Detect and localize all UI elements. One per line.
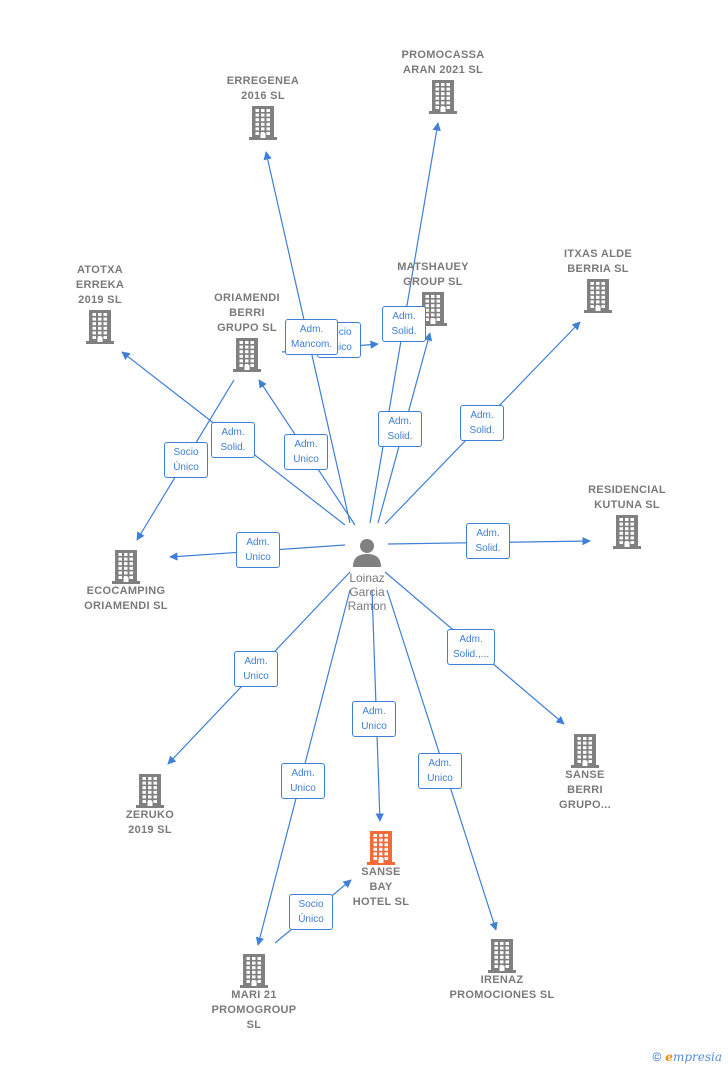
company-node-atotxa[interactable]: ATOTXA ERREKA 2019 SL [35,263,165,344]
building-icon [86,310,114,344]
company-node-matshauey[interactable]: MATSHAUEY GROUP SL [368,260,498,326]
edge-label-socio-unico-ecocamping: Socio Único [164,442,208,478]
company-label: RESIDENCIAL KUTUNA SL [588,484,666,511]
building-icon [584,279,612,313]
company-node-irenaz[interactable]: IRENAZ PROMOCIONES SL [437,937,567,1003]
edge-label-adm-solid-atotxa: Adm. Solid. [211,422,255,458]
footer-brand[interactable]: ©empresia [652,1050,722,1064]
edge-label-adm-solid-promocassa: Adm. Solid. [382,306,426,342]
company-label: SANSE BERRI GRUPO... [559,769,611,811]
brand-logo-e: e [665,1050,673,1064]
edge-label-adm-unico-zeruko: Adm. Unico [234,651,278,687]
company-node-erregenea[interactable]: ERREGENEA 2016 SL [198,74,328,140]
company-label: ATOTXA ERREKA 2019 SL [75,264,125,306]
building-icon [429,80,457,114]
edge-label-adm-unico-mari21: Adm. Unico [281,763,325,799]
company-label: ECOCAMPING ORIAMENDI SL [84,585,168,612]
building-icon [240,954,268,988]
company-node-oriamendi[interactable]: ORIAMENDI BERRI GRUPO SL [182,291,312,372]
copyright-symbol: © [652,1050,662,1064]
company-node-ecocamping[interactable]: ECOCAMPING ORIAMENDI SL [61,548,191,614]
brand-logo-text: mpresia [672,1050,722,1064]
company-node-sansebay[interactable]: SANSE BAY HOTEL SL [316,829,446,910]
building-icon [571,734,599,768]
company-node-sanseberri[interactable]: SANSE BERRI GRUPO... [520,732,650,813]
edge-label-adm-solid-residencial: Adm. Solid. [466,523,510,559]
company-label: MATSHAUEY GROUP SL [397,261,469,288]
edge-label-adm-solid-sanseberri: Adm. Solid.,... [447,629,496,665]
edge-label-adm-unico-ecocamping: Adm. Unico [236,532,280,568]
edge-label-adm-unico-sansebay: Adm. Unico [352,701,396,737]
company-label: ZERUKO 2019 SL [125,809,175,836]
edge-label-adm-solid-itxas: Adm. Solid. [460,405,504,441]
company-node-residencial[interactable]: RESIDENCIAL KUTUNA SL [562,483,692,549]
company-label: SANSE BAY HOTEL SL [352,866,410,908]
company-label: ERREGENEA 2016 SL [226,75,300,102]
building-icon [112,550,140,584]
company-label: ITXAS ALDE BERRIA SL [564,248,632,275]
edge-label-socio-unico-mari21: Socio Único [289,894,333,930]
company-label: MARI 21 PROMOGROUP SL [211,989,297,1031]
building-icon-highlight [367,831,395,865]
person-node[interactable]: Loinaz Garcia Ramon [322,536,412,613]
company-node-mari21[interactable]: MARI 21 PROMOGROUP SL [189,952,319,1033]
edge-label-adm-unico-irenaz: Adm. Unico [418,753,462,789]
company-node-itxas[interactable]: ITXAS ALDE BERRIA SL [533,247,663,313]
edge-label-adm-solid-matshauey: Adm. Solid. [378,411,422,447]
company-node-promocassa[interactable]: PROMOCASSA ARAN 2021 SL [378,48,508,114]
company-label: ORIAMENDI BERRI GRUPO SL [214,292,280,334]
edge-label-adm-unico-oriamendi: Adm. Unico [284,434,328,470]
person-label: Loinaz Garcia Ramon [347,571,387,613]
building-icon [249,106,277,140]
company-label: PROMOCASSA ARAN 2021 SL [401,49,485,76]
edge-label-adm-mancom: Adm. Mancom. [285,319,339,355]
building-icon [613,515,641,549]
company-node-zeruko[interactable]: ZERUKO 2019 SL [85,772,215,838]
building-icon [488,939,516,973]
company-label: IRENAZ PROMOCIONES SL [449,974,555,1001]
building-icon [233,338,261,372]
building-icon [419,292,447,326]
person-icon [353,539,381,567]
building-icon [136,774,164,808]
